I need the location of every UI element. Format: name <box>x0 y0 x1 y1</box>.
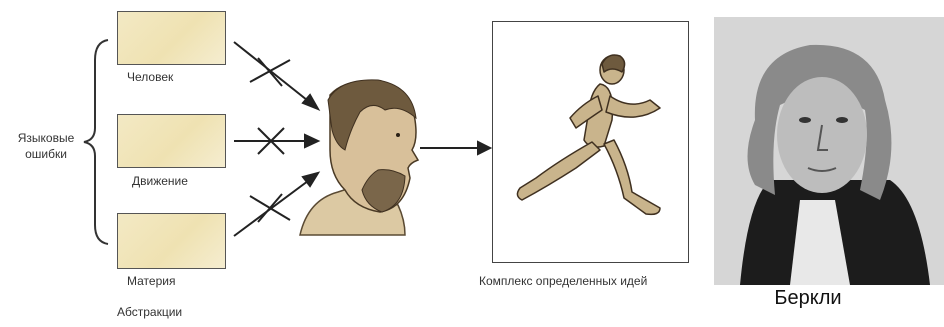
head-to-scene-arrow <box>420 142 490 154</box>
berkeley-portrait-drawing <box>740 45 930 285</box>
crossed-arrow-top <box>234 42 318 109</box>
thinking-man-illustration <box>300 80 418 235</box>
grouping-brace <box>84 40 108 244</box>
running-man-illustration <box>517 55 660 214</box>
crossed-arrow-middle <box>234 128 318 154</box>
